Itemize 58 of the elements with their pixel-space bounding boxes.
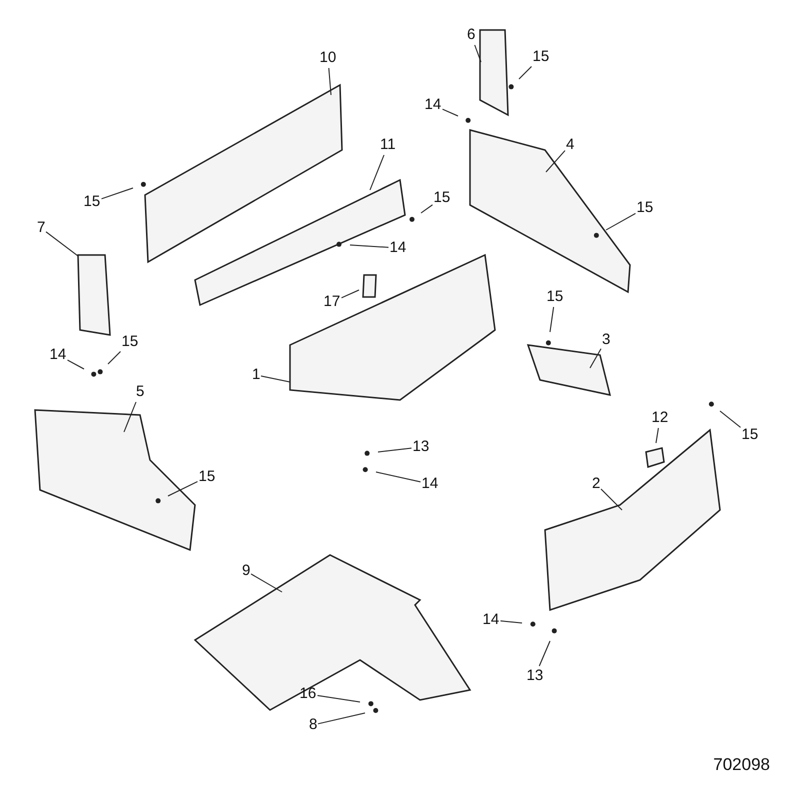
leader-line (538, 640, 550, 666)
leader-line (328, 68, 332, 96)
callout-number: 1 (252, 366, 260, 384)
callout-number: 7 (37, 219, 46, 237)
leader-line (590, 348, 602, 368)
callout-number: 2 (592, 475, 600, 493)
callout-number: 14 (50, 346, 66, 364)
leader-line (500, 620, 522, 624)
callout-number: 14 (482, 611, 500, 629)
leader-line (606, 212, 636, 230)
leader-line (420, 204, 433, 214)
callout-number: 15 (434, 189, 450, 207)
callout-number: 14 (390, 239, 406, 257)
leader-line (250, 573, 282, 592)
leader-line (67, 360, 84, 370)
callout-number: 14 (422, 475, 438, 493)
leader-line (518, 66, 532, 80)
drawing-number: 702098 (713, 755, 770, 775)
leader-line (108, 351, 121, 364)
leader-line (600, 488, 622, 510)
leader-line (317, 695, 360, 702)
leader-line (101, 188, 134, 200)
callout-number: 15 (546, 288, 564, 306)
callout-number: 17 (324, 293, 340, 311)
leader-line (370, 154, 384, 190)
leader-line (341, 290, 360, 298)
callout-number: 15 (636, 199, 654, 217)
leader-line (46, 231, 78, 256)
callout-number: 9 (242, 562, 250, 580)
callout-number: 5 (136, 383, 144, 401)
leader-line (168, 481, 198, 496)
callout-number: 10 (320, 49, 336, 67)
leader-line (376, 472, 421, 482)
callout-number: 16 (300, 685, 316, 703)
callout-number: 14 (424, 96, 442, 114)
leader-line (350, 244, 389, 248)
leader-line (378, 448, 412, 452)
callout-number: 4 (566, 136, 574, 154)
callout-number: 13 (412, 438, 430, 456)
leader-line (550, 306, 554, 332)
callout-number: 3 (602, 331, 610, 349)
callout-number: 8 (309, 716, 318, 734)
leader-line (442, 108, 458, 116)
callout-number: 6 (467, 26, 476, 44)
leader-line (720, 410, 741, 428)
leader-line (260, 376, 290, 382)
leader-line (546, 150, 566, 172)
callout-number: 15 (198, 468, 216, 486)
callout-number: 15 (84, 193, 100, 211)
callout-number: 11 (380, 136, 396, 154)
leader-line (474, 44, 482, 62)
callout-number: 15 (742, 426, 758, 444)
callout-number: 15 (532, 48, 550, 66)
callout-number: 13 (526, 667, 544, 685)
callout-number: 12 (652, 409, 668, 427)
callout-number: 15 (122, 333, 138, 351)
leader-line (318, 712, 366, 724)
leader-line (656, 428, 659, 444)
